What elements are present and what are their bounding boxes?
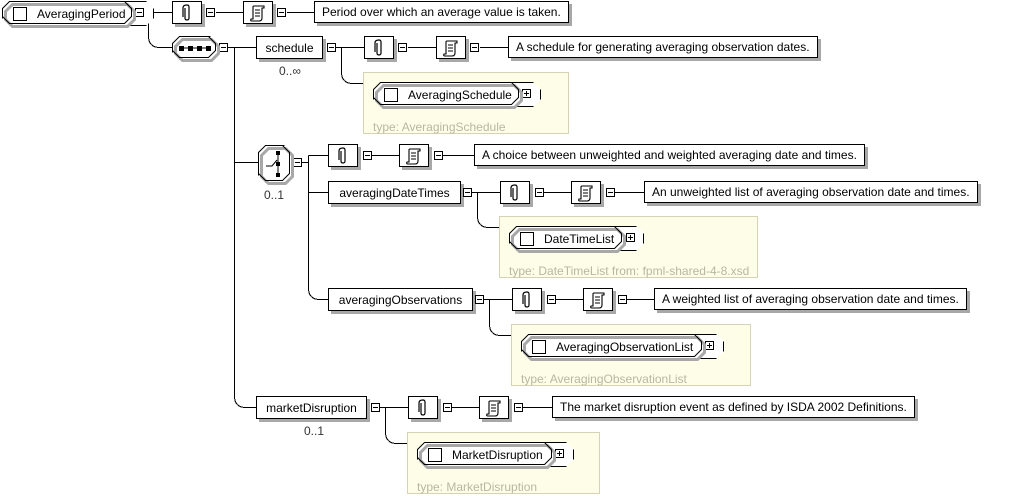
element-schedule[interactable]: schedule <box>256 36 323 59</box>
scroll-icon <box>578 184 593 202</box>
minus-toggle-icon[interactable] <box>618 295 627 304</box>
minus-toggle-icon[interactable] <box>135 8 144 17</box>
averaging-observations-documentation-text: A weighted list of averaging observation… <box>662 292 959 306</box>
minus-toggle-icon[interactable] <box>470 43 479 52</box>
annotation-paperclip-box[interactable] <box>328 144 358 167</box>
market-disruption-documentation: The market disruption event as defined b… <box>552 396 915 418</box>
choice-documentation-text: A choice between unweighted and weighted… <box>482 148 857 162</box>
complex-type-name: DateTimeList <box>544 231 615 246</box>
averaging-observations-documentation: A weighted list of averaging observation… <box>654 288 967 310</box>
sequence-icon <box>178 45 212 51</box>
checkbox-square-icon <box>520 232 534 246</box>
checkbox-square-icon <box>428 448 442 462</box>
market-disruption-multiplicity: 0..1 <box>304 424 325 438</box>
root-documentation-text: Period over which an average value is ta… <box>322 5 561 19</box>
minus-toggle-icon[interactable] <box>475 295 484 304</box>
choice-icon <box>264 149 286 179</box>
minus-toggle-icon[interactable] <box>327 43 336 52</box>
choice-compositor[interactable] <box>258 145 290 181</box>
minus-toggle-icon[interactable] <box>398 43 407 52</box>
element-averaging-date-times[interactable]: averagingDateTimes <box>328 181 461 204</box>
complex-type-averaging-observation-list[interactable]: AveragingObservationList <box>521 334 702 357</box>
plus-toggle-icon[interactable] <box>705 341 714 350</box>
complex-type-name: MarketDisruption <box>452 447 543 462</box>
sequence-compositor[interactable] <box>172 36 216 58</box>
market-disruption-type-label: type: MarketDisruption <box>417 480 538 494</box>
element-market-disruption[interactable]: marketDisruption <box>256 396 367 419</box>
paperclip-icon <box>374 38 382 56</box>
averaging-date-times-documentation: An unweighted list of averaging observat… <box>644 181 978 203</box>
element-market-disruption-name: marketDisruption <box>266 400 357 415</box>
schedule-multiplicity: 0..∞ <box>279 64 301 78</box>
paperclip-icon <box>418 398 426 416</box>
averaging-date-times-type-label: type: DateTimeList from: fpml-shared-4-8… <box>509 264 750 278</box>
checkbox-square-icon <box>532 340 546 354</box>
minus-toggle-icon[interactable] <box>535 188 544 197</box>
annotation-paperclip-box[interactable] <box>172 1 202 24</box>
plus-toggle-icon[interactable] <box>555 449 564 458</box>
annotation-paperclip-box[interactable] <box>500 181 530 204</box>
choice-multiplicity: 0..1 <box>264 188 285 202</box>
element-schedule-name: schedule <box>265 40 314 55</box>
paperclip-icon <box>522 290 530 308</box>
averaging-date-times-documentation-text: An unweighted list of averaging observat… <box>652 185 970 199</box>
scroll-icon <box>250 4 265 22</box>
minus-toggle-icon[interactable] <box>434 151 443 160</box>
choice-documentation: A choice between unweighted and weighted… <box>474 144 865 166</box>
root-documentation: Period over which an average value is ta… <box>314 1 569 23</box>
element-averaging-date-times-name: averagingDateTimes <box>339 185 450 200</box>
scroll-icon <box>443 39 458 57</box>
minus-toggle-icon[interactable] <box>219 43 228 52</box>
documentation-scroll-box[interactable] <box>399 144 429 167</box>
schedule-documentation: A schedule for generating averaging obse… <box>508 36 818 58</box>
element-averaging-observations-name: averagingObservations <box>338 292 463 307</box>
paperclip-icon <box>510 183 518 201</box>
complex-type-averaging-schedule[interactable]: AveragingSchedule <box>373 82 519 105</box>
root-element-averaging-period[interactable]: AveragingPeriod <box>2 1 132 24</box>
schedule-type-label: type: AveragingSchedule <box>373 120 506 134</box>
documentation-scroll-box[interactable] <box>583 288 613 311</box>
documentation-scroll-box[interactable] <box>436 36 466 59</box>
scroll-icon <box>590 291 605 309</box>
minus-toggle-icon[interactable] <box>206 8 215 17</box>
paperclip-icon <box>182 3 190 21</box>
checkbox-square-icon <box>13 7 27 21</box>
complex-type-name: AveragingSchedule <box>408 87 512 102</box>
documentation-scroll-box[interactable] <box>479 396 509 419</box>
scroll-icon <box>486 399 501 417</box>
minus-toggle-icon[interactable] <box>293 158 302 167</box>
root-element-name: AveragingPeriod <box>37 6 126 21</box>
annotation-paperclip-box[interactable] <box>408 396 438 419</box>
minus-toggle-icon[interactable] <box>463 188 472 197</box>
averaging-observations-type-label: type: AveragingObservationList <box>521 372 687 386</box>
annotation-paperclip-box[interactable] <box>512 288 542 311</box>
minus-toggle-icon[interactable] <box>371 403 380 412</box>
minus-toggle-icon[interactable] <box>443 403 452 412</box>
element-averaging-observations[interactable]: averagingObservations <box>328 288 473 311</box>
documentation-scroll-box[interactable] <box>243 1 273 24</box>
minus-toggle-icon[interactable] <box>514 403 523 412</box>
paperclip-icon <box>338 146 346 164</box>
complex-type-market-disruption[interactable]: MarketDisruption <box>417 442 552 465</box>
schedule-documentation-text: A schedule for generating averaging obse… <box>516 40 810 54</box>
scroll-icon <box>406 147 421 165</box>
complex-type-date-time-list[interactable]: DateTimeList <box>509 226 622 249</box>
documentation-scroll-box[interactable] <box>571 181 601 204</box>
market-disruption-documentation-text: The market disruption event as defined b… <box>560 400 907 414</box>
checkbox-square-icon <box>384 88 398 102</box>
plus-toggle-icon[interactable] <box>522 89 531 98</box>
complex-type-name: AveragingObservationList <box>556 339 694 354</box>
minus-toggle-icon[interactable] <box>363 151 372 160</box>
minus-toggle-icon[interactable] <box>277 8 286 17</box>
annotation-paperclip-box[interactable] <box>364 36 394 59</box>
minus-toggle-icon[interactable] <box>606 188 615 197</box>
minus-toggle-icon[interactable] <box>547 295 556 304</box>
plus-toggle-icon[interactable] <box>626 233 635 242</box>
